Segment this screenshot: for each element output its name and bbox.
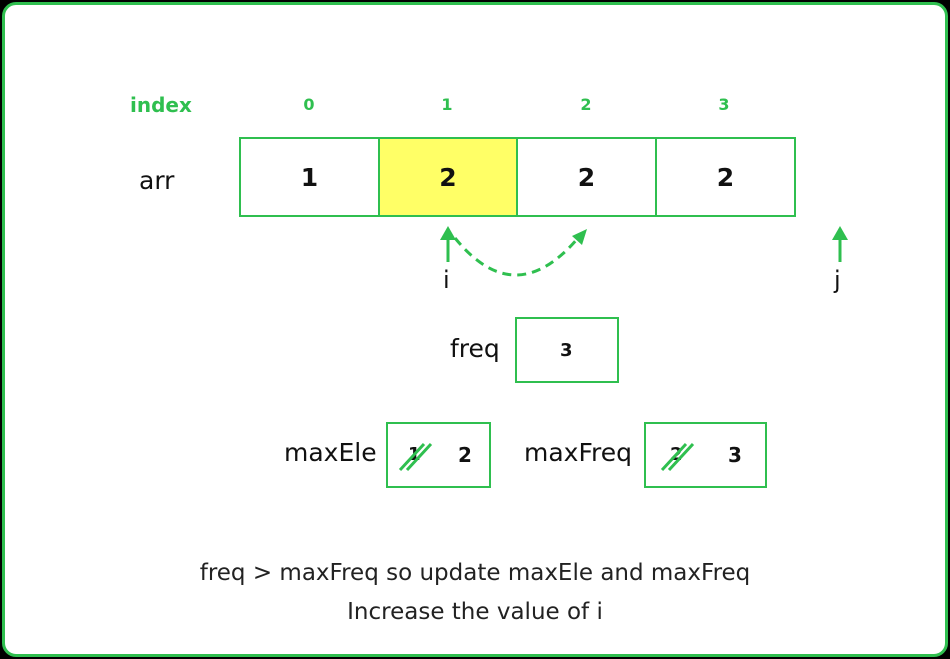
array-cell-1: 2 [378,137,518,217]
freq-value: 3 [560,340,573,361]
maxfreq-box: 2 3 [644,422,767,488]
index-1: 1 [441,95,453,114]
pointer-i-label: i [443,266,450,294]
maxfreq-new-value: 3 [728,443,742,467]
maxfreq-label: maxFreq [524,438,633,467]
arr-label: arr [139,166,175,195]
maxele-label: maxEle [284,438,377,467]
index-3: 3 [718,95,730,114]
pointer-j-label: j [834,266,841,294]
j-arrow-up [832,226,848,262]
index-label: index [130,93,192,117]
array-cell-3: 2 [655,137,796,217]
strike-through-icon [660,442,695,472]
i-arrow-up [440,226,456,262]
maxele-new-value: 2 [458,443,472,467]
array-cell-0: 1 [239,137,380,217]
array-cell-2: 2 [516,137,657,217]
freq-box: 3 [515,317,619,383]
caption-line-1: freq > maxFreq so update maxEle and maxF… [199,560,751,586]
index-0: 0 [303,95,315,114]
maxele-box: 1 2 [386,422,491,488]
freq-label: freq [450,334,500,363]
strike-through-icon [398,442,433,472]
caption-line-2: Increase the value of i [347,599,603,625]
move-i-curved-arrow [453,229,587,277]
index-2: 2 [580,95,592,114]
